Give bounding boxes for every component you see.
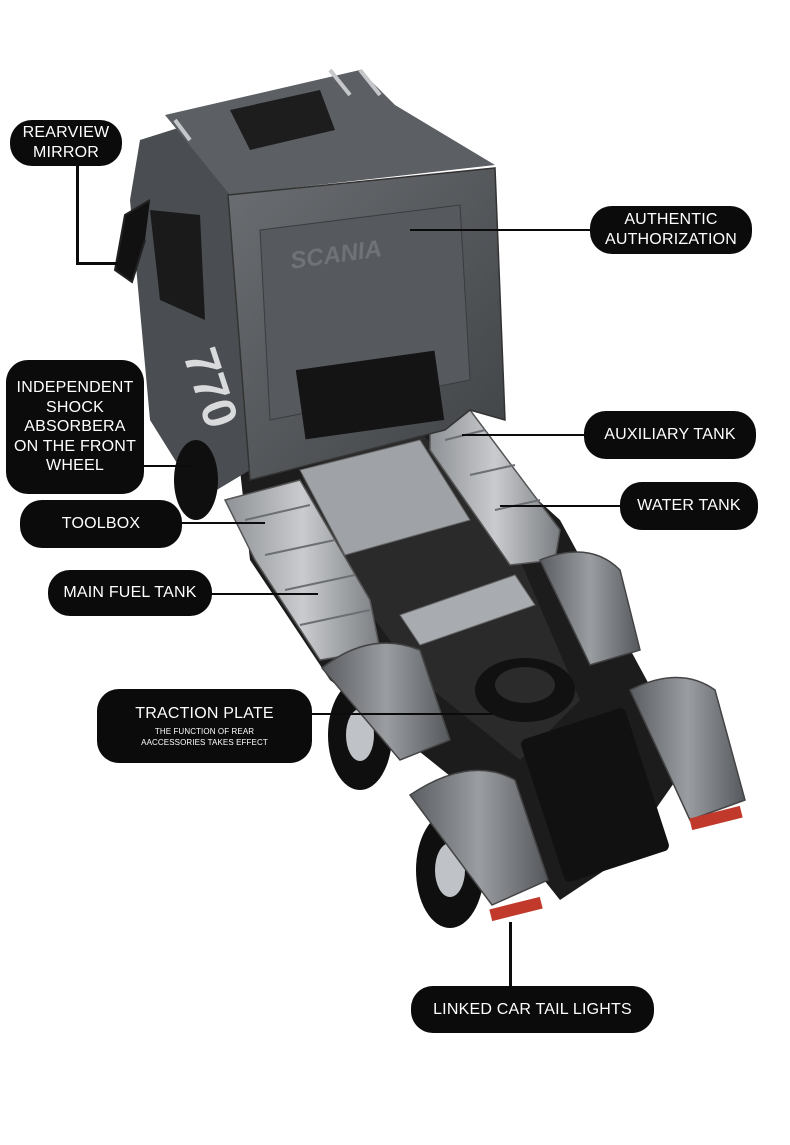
traction-plate-label: TRACTION PLATE [135, 704, 274, 722]
callout-independent-shock: INDEPENDENT SHOCK ABSORBERA ON THE FRONT… [6, 360, 144, 494]
callout-toolbox: TOOLBOX [20, 500, 182, 548]
leader-tail-lights [509, 922, 512, 986]
leader-traction-plate [312, 713, 492, 715]
independent-shock-line-1: INDEPENDENT [16, 379, 134, 397]
leader-main-fuel-tank [210, 593, 318, 595]
callout-linked-tail-lights: LINKED CAR TAIL LIGHTS [411, 986, 654, 1033]
independent-shock-line-5: WHEEL [46, 457, 104, 475]
authentic-authorization-line-1: AUTHENTIC [624, 211, 718, 229]
leader-toolbox [180, 522, 265, 524]
leader-water-tank [500, 505, 620, 507]
water-tank-label: WATER TANK [637, 497, 741, 515]
traction-plate-sub-line-2: AACCESSORIES TAKES EFFECT [141, 737, 268, 747]
traction-plate-sub-line-1: THE FUNCTION OF REAR [154, 727, 255, 737]
leader-authorization [410, 229, 590, 231]
rear-fenders [320, 551, 746, 906]
rearview-mirror-line-1: REARVIEW [22, 124, 110, 142]
independent-shock-line-3: ABSORBERA [24, 418, 126, 436]
callout-water-tank: WATER TANK [620, 482, 758, 530]
fifth-wheel [475, 658, 669, 882]
independent-shock-line-2: SHOCK [46, 398, 104, 416]
callout-authentic-authorization: AUTHENTIC AUTHORIZATION [590, 206, 752, 254]
leader-auxiliary-tank [462, 434, 584, 436]
rearview-mirror-line-2: MIRROR [32, 144, 100, 161]
checker-plates [299, 439, 536, 646]
linked-tail-lights-label: LINKED CAR TAIL LIGHTS [433, 1000, 632, 1018]
callout-main-fuel-tank: MAIN FUEL TANK [48, 570, 212, 616]
callout-rearview-mirror: REARVIEW MIRROR [10, 120, 122, 166]
independent-shock-line-4: ON THE FRONT [13, 437, 137, 455]
main-fuel-tank-shape [223, 479, 381, 661]
leader-rearview-mirror [76, 160, 79, 265]
callout-auxiliary-tank: AUXILIARY TANK [584, 411, 756, 459]
toolbox-label: TOOLBOX [61, 515, 141, 533]
authentic-authorization-line-2: AUTHORIZATION [604, 231, 738, 248]
main-fuel-tank-label: MAIN FUEL TANK [63, 584, 197, 602]
auxiliary-tank-label: AUXILIARY TANK [604, 426, 736, 444]
leader-rearview-mirror-h [76, 262, 118, 265]
tail-lights [489, 805, 743, 922]
traction-plate-sub: THE FUNCTION OF REAR AACCESSORIES TAKES … [141, 727, 268, 748]
callout-traction-plate: TRACTION PLATE THE FUNCTION OF REAR AACC… [97, 689, 312, 763]
cab [113, 68, 506, 520]
leader-shock [142, 465, 192, 467]
